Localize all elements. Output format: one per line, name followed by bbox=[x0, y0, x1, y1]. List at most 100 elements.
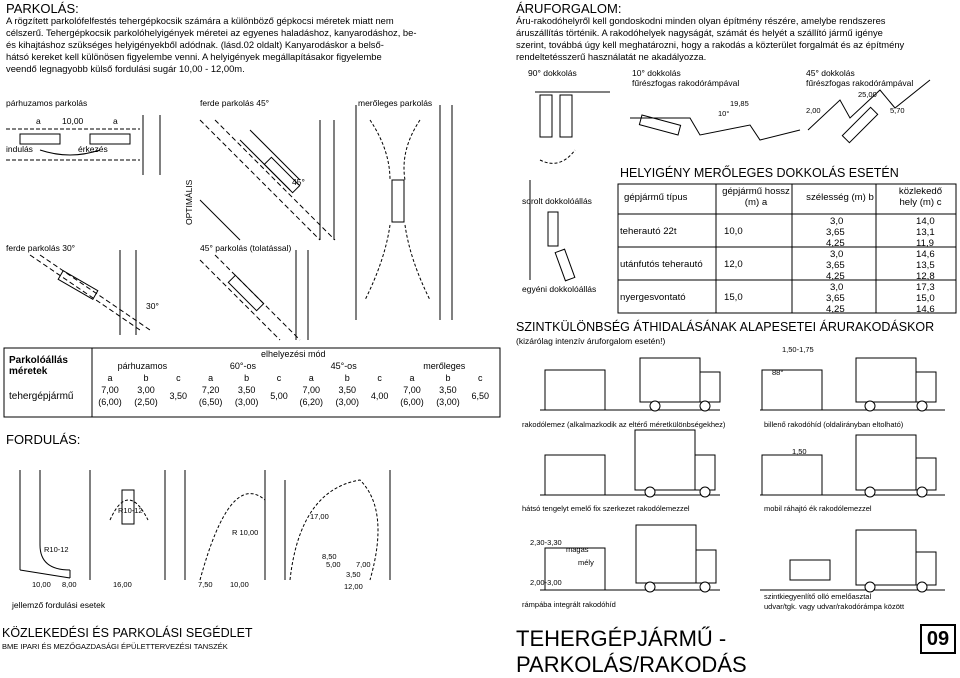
parking-title: PARKOLÁS: bbox=[6, 1, 79, 16]
h-length: gépjármű hossz (m) a bbox=[722, 186, 790, 208]
level-dim: magas bbox=[566, 545, 589, 554]
turn-dim: 12,00 bbox=[344, 582, 363, 591]
parking-intro: A rögzített parkolófelfestés tehergépkoc… bbox=[6, 15, 417, 74]
footer-left-sub: BME IPARI ÉS MEZŐGAZDASÁGI ÉPÜLETTERVEZÉ… bbox=[2, 642, 228, 651]
col-b: b bbox=[143, 373, 149, 383]
parking-size-table: Parkolóállás méretek elhelyezési mód pár… bbox=[6, 348, 502, 408]
col-c: c bbox=[176, 373, 181, 383]
col-a: a bbox=[308, 373, 314, 383]
cell: (6,50) bbox=[198, 397, 223, 407]
page-number: 09 bbox=[920, 624, 956, 654]
turn-dim: 10,00 bbox=[230, 580, 249, 589]
group-parallel: párhuzamos bbox=[117, 361, 168, 371]
vehicle-length: 10,0 bbox=[724, 226, 743, 237]
dock45-label: 45° dokkolás bbox=[806, 68, 855, 78]
oblique45-label: ferde parkolás 45° bbox=[200, 98, 270, 108]
row-vehicle-label: tehergépjármű bbox=[9, 390, 74, 402]
dim-200: 2,00 bbox=[806, 106, 821, 115]
vehicle-lane: 14,6 bbox=[916, 304, 935, 315]
cell: 3,50 bbox=[237, 385, 256, 395]
cell: (6,00) bbox=[400, 397, 424, 407]
cell-c: 6,50 bbox=[471, 391, 490, 401]
dim-a-left: a bbox=[36, 116, 41, 126]
vehicle-lane: 11,9 bbox=[916, 238, 934, 249]
level-caption: mobil ráhajtó ék rakodólemezzel bbox=[764, 504, 872, 513]
level-dim: 1,50 bbox=[792, 447, 807, 456]
vehicle-lane: 14,0 bbox=[916, 216, 935, 227]
dim-570: 5,70 bbox=[890, 106, 905, 115]
push45-label: 45° parkolás (tolatással) bbox=[200, 243, 292, 253]
cell: 3,50 bbox=[338, 385, 357, 395]
vehicle-lane: 14,6 bbox=[916, 249, 935, 260]
docking-diagrams bbox=[529, 79, 931, 282]
column-divider bbox=[508, 0, 509, 658]
group-60: 60°-os bbox=[229, 361, 257, 371]
req-table-title: HELYIGÉNY MERŐLEGES DOKKOLÁS ESETÉN bbox=[620, 166, 899, 180]
cell: 7,00 bbox=[302, 385, 321, 395]
cell-c: 5,00 bbox=[270, 391, 288, 401]
level-dim: 2,30-3,30 bbox=[530, 538, 562, 547]
perpendicular-label: merőleges parkolás bbox=[358, 98, 433, 108]
vehicle-type: teherautó 22t bbox=[620, 226, 677, 237]
level-caption: szintkiegyenlítő olló emelőasztal bbox=[764, 592, 872, 601]
table-top-header: elhelyezési mód bbox=[261, 349, 326, 359]
angle45-label: 45° bbox=[292, 177, 305, 187]
cell: 3,50 bbox=[439, 385, 457, 395]
cell: 7,00 bbox=[101, 385, 119, 395]
col-b: b bbox=[445, 373, 451, 383]
vehicle-length: 15,0 bbox=[724, 292, 743, 303]
footer-left-title: KÖZLEKEDÉSI ÉS PARKOLÁSI SEGÉDLET bbox=[2, 626, 253, 640]
row-dock-label: sorolt dokkolóállás bbox=[522, 196, 592, 206]
vehicle-width: 3,0 bbox=[830, 282, 844, 293]
turn-radius: R 10,00 bbox=[232, 528, 259, 537]
col-c: c bbox=[478, 373, 483, 383]
level-title: SZINTKÜLÖNBSÉG ÁTHIDALÁSÁNAK ALAPESETEI … bbox=[516, 320, 935, 334]
vehicle-lane: 12,8 bbox=[916, 271, 935, 282]
dim-2500: 25,00 bbox=[858, 90, 877, 99]
vehicle-lane: 17,3 bbox=[916, 282, 935, 293]
parallel-dim: 10,00 bbox=[62, 116, 84, 126]
level-caption: billenő rakodóhíd (oldalirányban eltolha… bbox=[764, 420, 904, 429]
arrival-label: érkezés bbox=[78, 144, 108, 154]
turning-diagrams bbox=[19, 470, 391, 581]
turn-dim: 17,00 bbox=[310, 512, 329, 521]
level-caption: hátsó tengelyt emelő fix szerkezet rakod… bbox=[522, 504, 690, 513]
vehicle-type: utánfutós teherautó bbox=[620, 259, 703, 270]
turn-dim: 16,00 bbox=[113, 580, 132, 589]
vehicle-width: 4,25 bbox=[826, 238, 845, 249]
cell: 7,20 bbox=[201, 385, 220, 395]
turn-dim: 7,50 bbox=[198, 580, 213, 589]
level-dim: 2,00-3,00 bbox=[530, 578, 562, 587]
vehicle-width: 4,25 bbox=[826, 271, 845, 282]
parking-diagrams bbox=[6, 105, 453, 341]
table-rowlabel-header: Parkolóállás méretek bbox=[9, 355, 68, 377]
footer-right-title: TEHERGÉPJÁRMŰ - PARKOLÁS/RAKODÁS bbox=[516, 626, 747, 677]
turn-dim: 8,50 bbox=[322, 552, 337, 561]
vehicle-width: 3,65 bbox=[826, 227, 845, 238]
dock45-sub: fűrészfogas rakodórámpával bbox=[806, 78, 914, 88]
level-dim: 1,50-1,75 bbox=[782, 345, 814, 354]
turn-radius: R10-12 bbox=[44, 545, 69, 554]
dim-1985: 19,85 bbox=[730, 99, 749, 108]
cell-c: 4,00 bbox=[370, 391, 389, 401]
table-row: (6,00)(2,50) (6,50)(3,00) (6,20)(3,00) (… bbox=[6, 396, 502, 408]
cell: (3,00) bbox=[436, 397, 460, 407]
dim-10deg: 10° bbox=[718, 109, 730, 118]
turn-radius: R10-12 bbox=[118, 506, 143, 515]
col-a: a bbox=[208, 373, 214, 383]
h-vehicle: gépjármű típus bbox=[624, 191, 688, 203]
dock10-label: 10° dokkolás bbox=[632, 68, 681, 78]
col-c: c bbox=[377, 373, 382, 383]
freight-title: ÁRUFORGALOM: bbox=[516, 1, 622, 16]
level-diagrams bbox=[540, 357, 945, 593]
vehicle-lane: 13,5 bbox=[916, 260, 935, 271]
cell: (6,00) bbox=[98, 397, 122, 407]
h-lane: közlekedő hely (m) c bbox=[898, 186, 943, 208]
turn-dim: 3,50 bbox=[346, 570, 361, 579]
angle30-label: 30° bbox=[146, 301, 159, 311]
vehicle-lane: 15,0 bbox=[916, 293, 935, 304]
vehicle-width: 3,0 bbox=[830, 216, 844, 227]
level-caption: rámpába integrált rakodóhíd bbox=[522, 600, 616, 609]
col-b: b bbox=[344, 373, 350, 383]
